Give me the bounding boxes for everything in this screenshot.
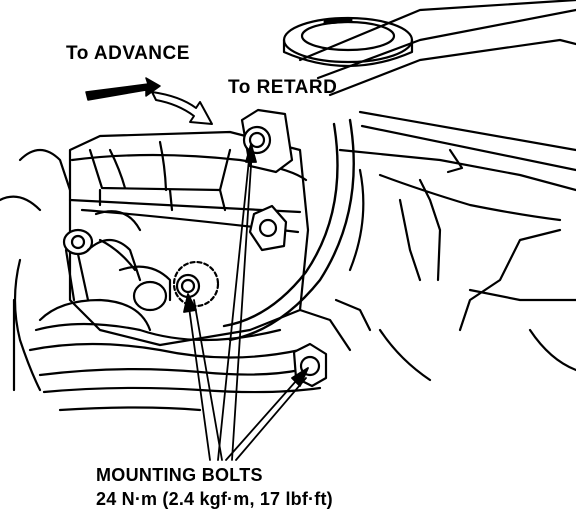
center-mounting-bolt — [172, 260, 220, 308]
advance-label: To ADVANCE — [66, 43, 190, 64]
oil-filler-cap — [282, 16, 414, 68]
middle-bolt — [248, 204, 288, 252]
cylinder-head — [298, 0, 576, 382]
leader-lines — [183, 143, 309, 461]
distributor-housing-arc — [222, 118, 372, 352]
advance-arrow-icon — [85, 77, 161, 101]
mounting-bolts-label: MOUNTING BOLTS — [96, 465, 263, 485]
torque-spec-label: 24 N·m (2.4 kgf·m, 17 lbf·ft) — [96, 489, 333, 509]
retard-arrow-icon — [151, 91, 213, 125]
retard-label: To RETARD — [228, 77, 338, 98]
spark-plug-boots — [62, 210, 172, 312]
